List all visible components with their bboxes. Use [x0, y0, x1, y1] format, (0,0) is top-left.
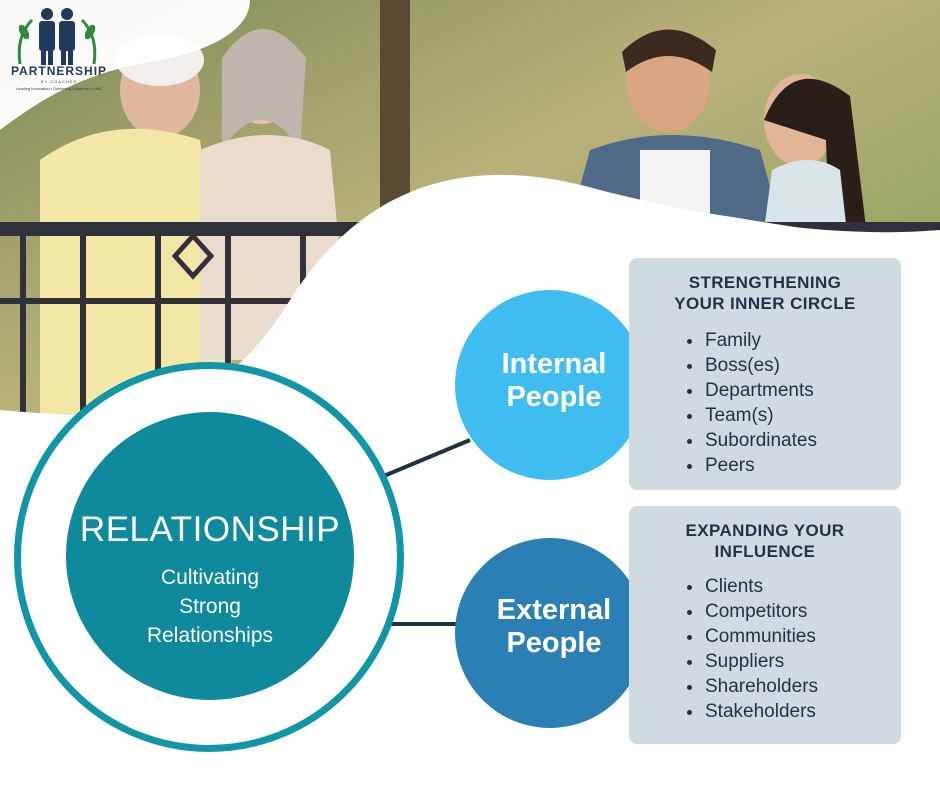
influence-heading: EXPANDING YOUR INFLUENCE — [685, 521, 845, 561]
list-item: Subordinates — [683, 428, 817, 453]
logo-tagline: Leading Innovation • Delivering Solution… — [15, 86, 105, 91]
external-people-label: External People — [496, 594, 612, 659]
list-item: Peers — [683, 453, 817, 478]
list-item: Boss(es) — [683, 353, 817, 378]
list-item: Stakeholders — [683, 699, 818, 724]
internal-people-label: Internal People — [501, 348, 607, 413]
list-item: Competitors — [683, 599, 818, 624]
influence-panel: EXPANDING YOUR INFLUENCE Clients Competi… — [629, 506, 901, 744]
logo-subtitle: BY COACHES — [40, 79, 78, 84]
logo-name: PARTNERSHIP — [10, 64, 108, 78]
list-item: Communities — [683, 624, 818, 649]
external-people-list: Clients Competitors Communities Supplier… — [683, 574, 818, 724]
relationship-title: RELATIONSHIP — [79, 510, 341, 549]
relationship-subtitle: Cultivating Strong Relationships — [146, 566, 274, 647]
external-people-circle: External People — [455, 538, 645, 728]
list-item: Suppliers — [683, 649, 818, 674]
list-item: Family — [683, 328, 817, 353]
list-item: Shareholders — [683, 674, 818, 699]
list-item: Team(s) — [683, 403, 817, 428]
inner-circle-heading: STRENGTHENING YOUR INNER CIRCLE — [674, 273, 856, 313]
internal-people-circle: Internal People — [455, 290, 645, 480]
internal-people-list: Family Boss(es) Departments Team(s) Subo… — [683, 328, 817, 478]
list-item: Clients — [683, 574, 818, 599]
partnership-logo-icon — [17, 8, 97, 65]
logo: PARTNERSHIP BY COACHES Leading Innovatio… — [0, 0, 250, 130]
list-item: Departments — [683, 378, 817, 403]
inner-circle-panel: STRENGTHENING YOUR INNER CIRCLE Family B… — [629, 258, 901, 490]
relationship-circle — [66, 412, 354, 700]
